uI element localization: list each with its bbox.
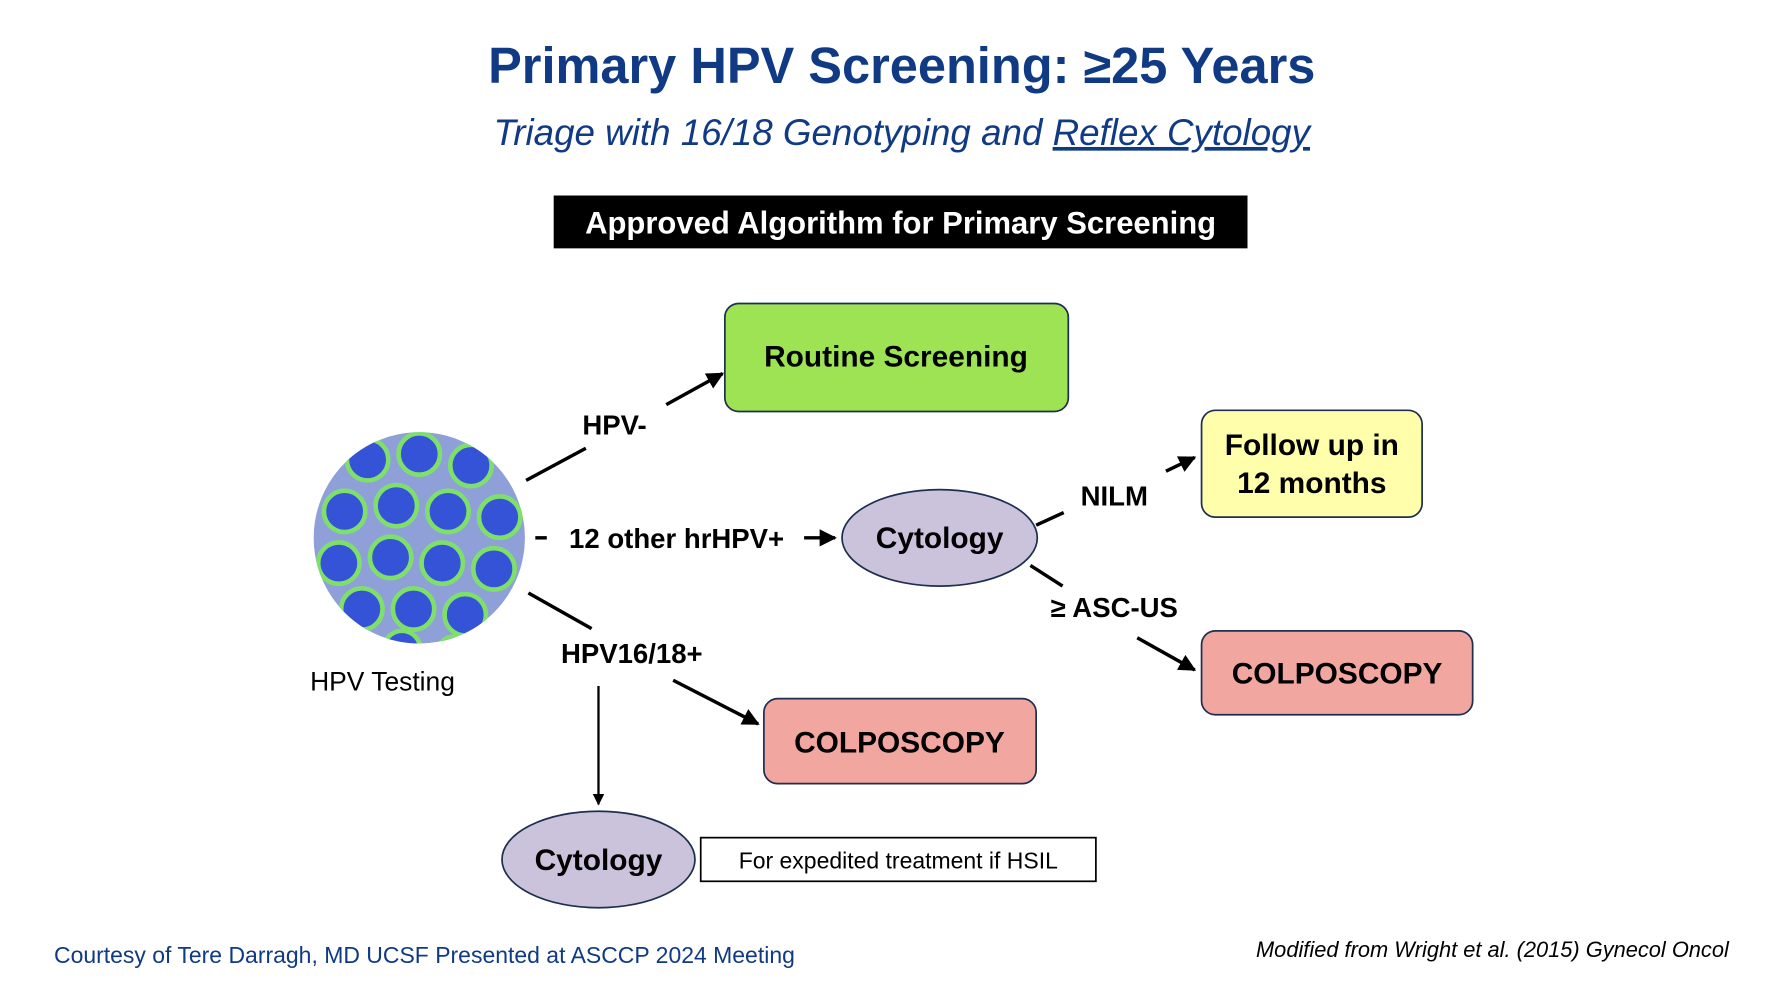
cytology-bottom-label: Cytology	[535, 844, 663, 877]
hpv-virus-icon	[313, 432, 525, 644]
branch-ascus: ≥ ASC-US	[1051, 592, 1178, 623]
banner-text: Approved Algorithm for Primary Screening	[585, 205, 1216, 240]
expedited-note-text: For expedited treatment if HSIL	[739, 848, 1058, 874]
colposcopy-right-label: COLPOSCOPY	[1232, 658, 1443, 691]
colposcopy-bottom-label: COLPOSCOPY	[794, 727, 1005, 760]
subtitle: Triage with 16/18 Genotyping and Reflex …	[494, 112, 1313, 153]
courtesy-footer: Courtesy of Tere Darragh, MD UCSF Presen…	[54, 942, 795, 968]
routine-screening-label: Routine Screening	[764, 341, 1028, 374]
banner-box	[553, 195, 1248, 249]
followup-node: Follow up in 12 months	[1200, 409, 1423, 519]
cytology-mid-label: Cytology	[876, 522, 1004, 555]
hpv-testing-label: HPV Testing	[310, 667, 455, 697]
branch-hpv-negative: HPV-	[582, 409, 646, 440]
page-title: Primary HPV Screening: ≥25 Years	[488, 37, 1315, 94]
branch-other-hr: 12 other hrHPV+	[569, 523, 784, 554]
cytology-mid-node: Cytology	[841, 488, 1039, 587]
cytology-bottom-node: Cytology	[501, 810, 696, 909]
expedited-note: For expedited treatment if HSIL	[699, 836, 1097, 883]
followup-label-2: 12 months	[1237, 467, 1386, 500]
reference-footer: Modified from Wright et al. (2015) Gynec…	[1256, 937, 1730, 962]
followup-label-1: Follow up in	[1225, 429, 1399, 462]
colposcopy-bottom-node: COLPOSCOPY	[763, 697, 1038, 785]
branch-hpv1618: HPV16/18+	[561, 638, 703, 669]
branch-nilm: NILM	[1081, 481, 1148, 512]
connectors	[525, 372, 1197, 806]
colposcopy-right-node: COLPOSCOPY	[1200, 630, 1474, 716]
routine-screening-node: Routine Screening	[723, 302, 1070, 413]
